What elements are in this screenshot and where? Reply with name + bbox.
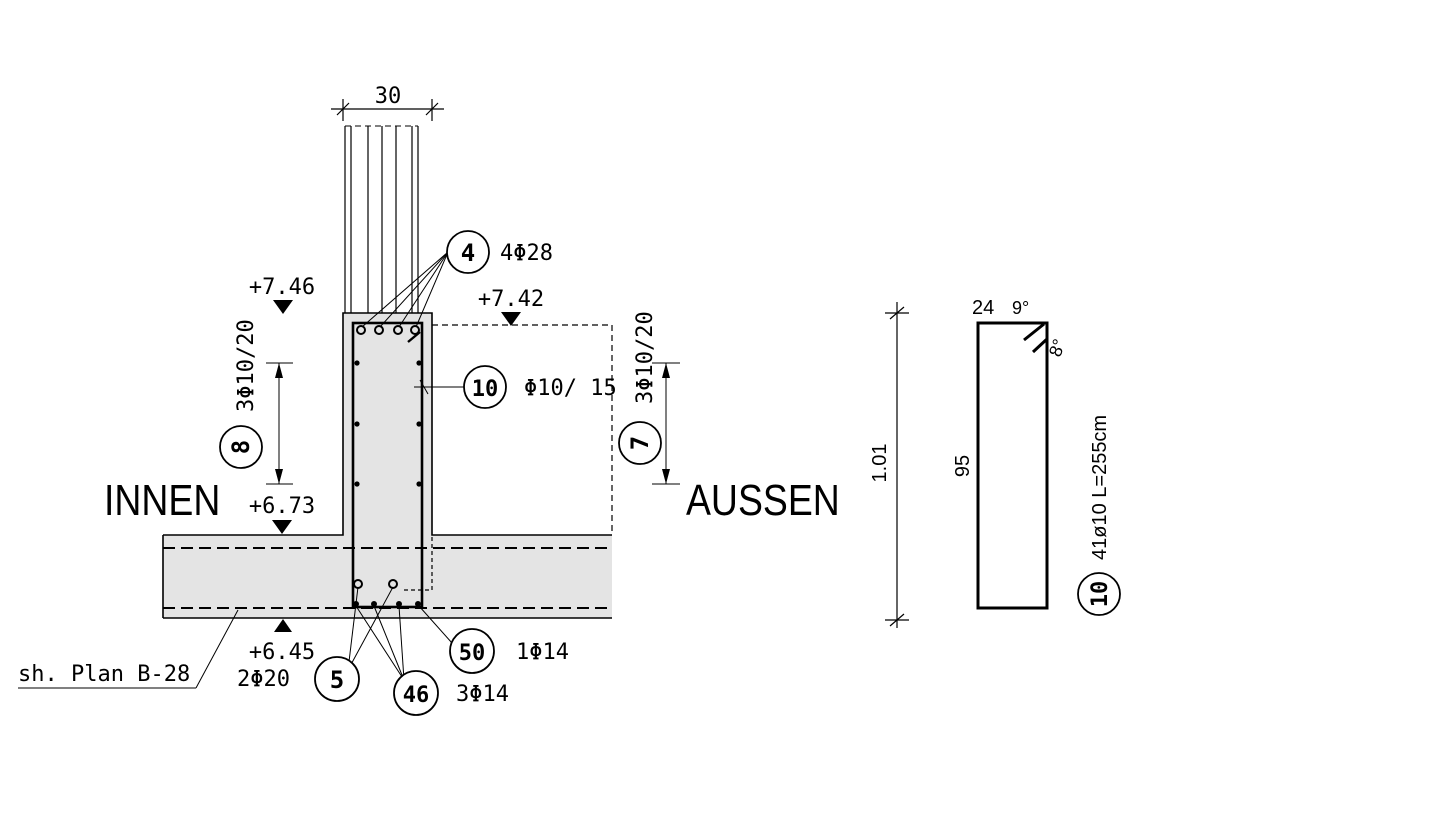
bending-hook-angle-1: 9° <box>1012 298 1029 318</box>
elevation-673-marker <box>272 520 292 534</box>
bending-schedule: 1.01 24 9° 8° 95 41ø10 L=255cm 10 <box>869 297 1121 628</box>
rebar-dot <box>374 325 384 335</box>
wall-continuation <box>344 125 419 313</box>
bending-bar-text: 41ø10 L=255cm <box>1089 415 1111 560</box>
top-rebars <box>356 325 421 343</box>
dimension-30-label: 30 <box>375 84 402 109</box>
bending-position-label: 10 <box>1088 581 1113 608</box>
bars-1phi14-label: 1Φ14 <box>516 640 569 665</box>
position-bubble-50 <box>449 628 495 674</box>
bars-4phi28-label: 4Φ28 <box>500 241 553 266</box>
bending-stirrup-shape <box>976 321 1049 610</box>
position-4-label: 4 <box>461 239 475 267</box>
elevation-645-label: +6.45 <box>249 640 315 665</box>
dimension-30: 30 <box>331 84 444 121</box>
plan-reference: sh. Plan B-28 2Φ20 <box>18 609 290 692</box>
bars-phi10-15-label: Φ10/ 15 <box>524 376 617 401</box>
elevation-742-label: +7.42 <box>478 287 544 312</box>
bars-2phi20-label: 2Φ20 <box>237 667 290 692</box>
rebar-dot <box>356 325 366 335</box>
position-bubble-7 <box>618 421 662 465</box>
position-bubble-10 <box>463 365 507 409</box>
leader-pos4: 4 4Φ28 <box>361 230 553 328</box>
bars-3phi10-20-right-label: 3Φ10/20 <box>633 311 658 404</box>
side-rebars <box>354 360 422 487</box>
position-bubble-46 <box>393 670 439 716</box>
position-bubble-5 <box>314 656 360 702</box>
bending-dim-total-label: 1.01 <box>869 444 891 483</box>
bending-position-bubble <box>1077 572 1121 616</box>
elevation-645-marker <box>274 619 292 632</box>
left-rebar-group: 8 3Φ10/20 <box>219 319 293 485</box>
elevation-673-label: +6.73 <box>249 494 315 519</box>
bars-3phi14-label: 3Φ14 <box>456 682 509 707</box>
rebar-dot <box>410 325 420 335</box>
rebar-dot <box>393 325 403 335</box>
plan-reference-label: sh. Plan B-28 <box>18 662 190 687</box>
bars-3phi10-20-left-label: 3Φ10/20 <box>234 319 259 412</box>
outer-dashed-edge <box>432 324 613 535</box>
stirrup-dashed-hook <box>404 535 433 591</box>
bottom-leaders: 5 46 3Φ14 50 1Φ14 <box>314 586 569 716</box>
position-8-label: 8 <box>227 440 255 454</box>
elevation-742-marker <box>501 312 521 326</box>
bending-hook-angle-2: 8° <box>1045 336 1070 359</box>
right-rebar-group: 7 3Φ10/20 <box>618 311 680 485</box>
position-5-label: 5 <box>330 666 344 694</box>
position-10-label: 10 <box>472 377 499 402</box>
position-50-label: 50 <box>459 641 486 666</box>
elevation-marks: +7.46 +7.42 +6.73 +6.45 <box>249 275 544 665</box>
leader-pos10: 10 Φ10/ 15 <box>414 365 617 409</box>
position-7-label: 7 <box>626 436 654 450</box>
elevation-746-label: +7.46 <box>249 275 315 300</box>
innen-label: INNEN <box>104 475 220 525</box>
stirrup-outline <box>351 321 424 609</box>
aussen-label: AUSSEN <box>686 475 840 525</box>
bending-dim-width-label: 24 <box>972 297 994 319</box>
bending-dim-height-label: 95 <box>952 455 974 477</box>
position-bubble-4 <box>446 230 490 274</box>
elevation-746-marker <box>273 300 293 314</box>
position-bubble-8 <box>219 425 263 469</box>
position-46-label: 46 <box>403 683 430 708</box>
